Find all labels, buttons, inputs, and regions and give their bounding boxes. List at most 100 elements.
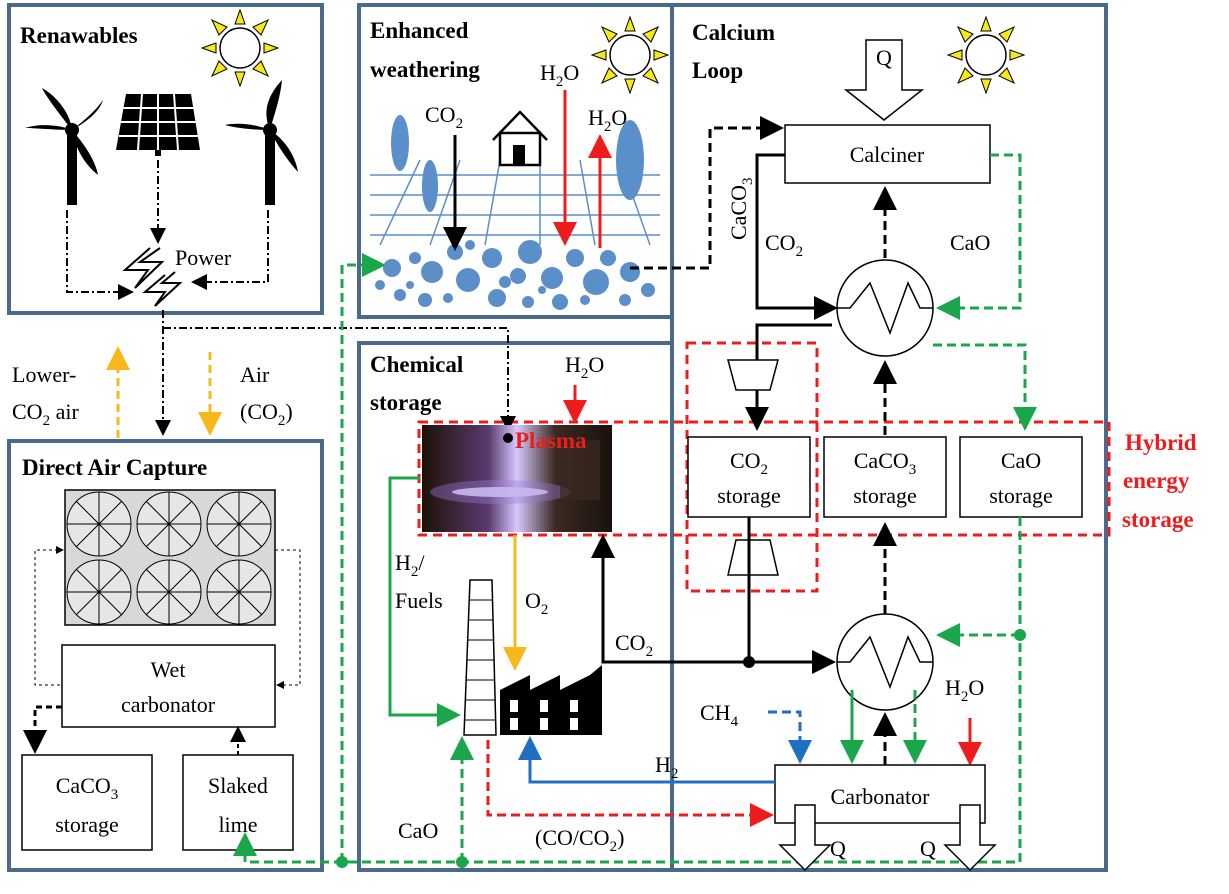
wind-turbine-icon — [225, 80, 298, 205]
h2-fuels-label-1: H2/ — [395, 550, 425, 580]
co2-calciner-label: CO2 — [765, 230, 803, 260]
cao-to-weathering-arrow — [340, 253, 386, 862]
factory-icon — [463, 579, 602, 736]
dac-caco3-arrow — [23, 705, 62, 754]
junction-dot — [743, 656, 755, 668]
power-lines — [66, 160, 269, 300]
heat-input-arrow — [843, 39, 925, 121]
chemical-storage-title-2: storage — [370, 390, 442, 415]
section-frames — [7, 3, 1108, 872]
heat-exchanger-bottom — [836, 613, 934, 711]
weathering-title-2: weathering — [370, 57, 480, 82]
h2o-carbonator-label: H2O — [945, 675, 984, 705]
ch4-label: CH4 — [700, 700, 739, 730]
h2o-plasma-label: H2O — [565, 352, 604, 382]
air-contactor-icon — [64, 489, 276, 626]
co-co2-arrow — [486, 740, 774, 827]
dac-title: Direct Air Capture — [22, 455, 207, 480]
power-label: Power — [175, 245, 232, 270]
wet-carbonator-box — [61, 644, 276, 728]
junction-dot — [503, 433, 513, 443]
wind-turbine-icon — [25, 88, 103, 205]
power-distribution-lines — [155, 310, 516, 436]
calciner-label: Calciner — [850, 142, 925, 167]
sun-icon — [946, 15, 1026, 95]
junction-dot — [336, 856, 348, 868]
cao-storage-label-1: CaO — [1001, 448, 1041, 473]
lightning-icon — [122, 247, 183, 307]
co2-weathering-label: CO2 — [425, 102, 463, 132]
hybrid-title-2: energy — [1123, 468, 1190, 493]
h2-to-factory-arrow — [518, 736, 775, 784]
lower-air-label-1: Lower- — [12, 362, 76, 387]
caco3-vertical-label: CaCO3 — [726, 178, 756, 241]
renewables-frame — [7, 3, 324, 315]
weathering-title-1: Enhanced — [370, 18, 469, 43]
h2-fuels-label-2: Fuels — [395, 588, 443, 613]
co2-storage-label-2: storage — [717, 483, 781, 508]
co-co2-label: (CO/CO2) — [535, 825, 624, 855]
dac-caco3-storage-label-2: storage — [55, 812, 119, 837]
air-label-1: Air — [240, 362, 270, 387]
co2-to-plasma-arrow — [591, 534, 749, 664]
slaked-lime-label-2: lime — [218, 812, 257, 837]
compressor-icon — [727, 359, 779, 391]
co2-storage-label-1: CO2 — [730, 448, 768, 478]
co2-storage-box — [687, 436, 811, 518]
solar-panel-icon — [116, 93, 200, 156]
wet-carbonator-label-2: carbonator — [121, 692, 216, 717]
chemical-storage-title-1: Chemical — [370, 352, 463, 377]
h2-label: H2 — [655, 752, 678, 782]
heat-output-label: Q — [920, 836, 936, 861]
sun-icon — [590, 15, 670, 95]
caco3-storage-label-2: storage — [853, 483, 917, 508]
caco3-storage-label-1: CaCO3 — [854, 448, 917, 478]
h2o-out-label: H2O — [588, 105, 627, 135]
calcium-loop-title-2: Loop — [692, 58, 743, 83]
calcium-loop-title-1: Calcium — [692, 20, 775, 45]
carbonator-label: Carbonator — [831, 784, 931, 809]
cao-label: CaO — [950, 230, 990, 255]
plasma-reactor-image — [422, 425, 612, 532]
h2-fuels-arrow — [388, 476, 461, 727]
cao-factory-label: CaO — [398, 818, 438, 843]
dac-caco3-storage-label-1: CaCO3 — [56, 773, 119, 803]
caco3-storage-box — [823, 436, 947, 518]
co2-storage-frame — [685, 341, 819, 593]
dac-caco3-storage-box — [21, 754, 153, 851]
heat-output-arrow — [778, 804, 832, 872]
renewables-title: Renawables — [20, 23, 138, 48]
heat-output-arrow — [943, 804, 997, 872]
calcium-loop-frame — [670, 3, 1108, 872]
air-label-2: (CO2) — [240, 399, 293, 429]
cao-to-hx-arrow — [936, 153, 1022, 320]
mineral-particles-icon — [375, 240, 655, 310]
heat-input-label: Q — [876, 45, 892, 70]
ch4-to-carbonator-arrow — [768, 710, 812, 764]
sun-icon — [200, 8, 280, 88]
dac-loop-lines — [34, 546, 301, 689]
house-icon — [492, 110, 548, 167]
junction-dot — [1014, 629, 1026, 641]
caco3-to-calciner-arrow — [630, 116, 784, 270]
junction-dot — [456, 856, 468, 868]
hybrid-title-1: Hybrid — [1125, 430, 1197, 455]
cao-storage-label-2: storage — [989, 483, 1053, 508]
co2-plasma-label: CO2 — [615, 630, 653, 660]
plasma-label: Plasma — [515, 428, 587, 453]
dac-frame — [7, 439, 324, 872]
heat-output-label: Q — [830, 836, 846, 861]
o2-label: O2 — [525, 588, 548, 618]
cao-to-storage-arrow — [933, 343, 1037, 431]
cao-storage-box — [959, 436, 1083, 518]
calciner-co2-out-arrow — [755, 153, 838, 320]
cao-to-slaked-lime-arrow — [233, 517, 1022, 864]
hybrid-title-3: storage — [1122, 507, 1194, 532]
h2o-in-label: H2O — [540, 60, 579, 90]
expander-icon — [727, 539, 779, 576]
farm-field-icon — [370, 115, 660, 246]
slaked-lime-label-1: Slaked — [208, 773, 268, 798]
wet-carbonator-label-1: Wet — [151, 657, 186, 682]
heat-exchanger-top — [836, 259, 934, 357]
